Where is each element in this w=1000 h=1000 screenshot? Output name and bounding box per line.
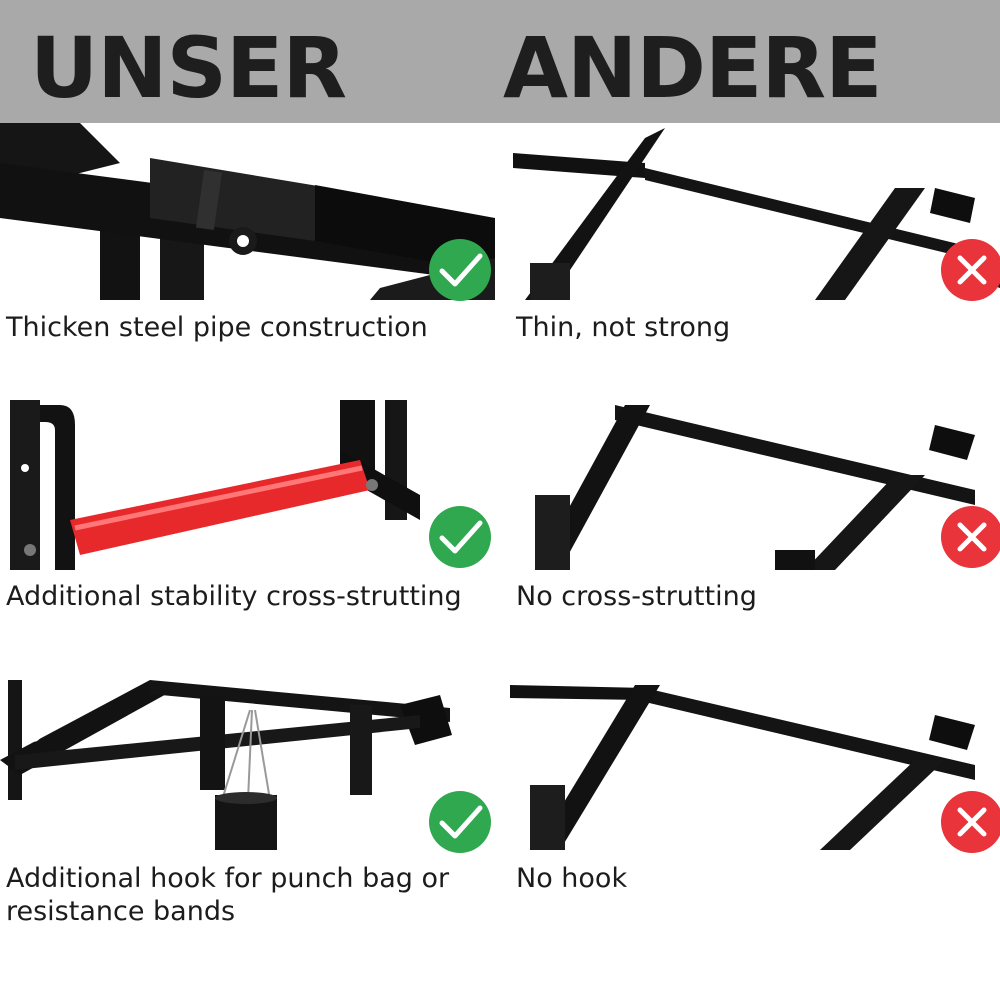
caption-others-3: No hook (516, 862, 627, 895)
caption-ours-3: Additional hook for punch bag or resista… (6, 862, 449, 928)
photo-cross-strut (0, 400, 495, 570)
photo-thin-bar-3 (505, 680, 1000, 850)
caption-others-2: No cross-strutting (516, 580, 757, 613)
photo-thick-pipe (0, 123, 495, 300)
cross-icon (940, 790, 1000, 854)
caption-line: No cross-strutting (516, 581, 757, 612)
caption-others-1: Thin, not strong (516, 311, 730, 344)
check-icon (428, 505, 492, 569)
photo-thin-bar-1 (505, 128, 1000, 300)
photo-hook-punch-bag: ONETWOFIT (0, 680, 495, 850)
cross-icon (940, 238, 1000, 302)
caption-line: Additional hook for punch bag or (6, 863, 450, 894)
header-title-ours: UNSER (30, 19, 347, 117)
caption-ours-2: Additional stability cross-strutting (6, 580, 462, 613)
caption-line: Thin, not strong (516, 312, 731, 343)
cross-icon (940, 505, 1000, 569)
caption-line: resistance bands (6, 896, 236, 927)
caption-line: No hook (516, 863, 628, 894)
caption-ours-1: Thicken steel pipe construction (6, 311, 428, 344)
caption-line: Thicken steel pipe construction (6, 312, 428, 343)
header-bar: UNSER ANDERE (0, 0, 1000, 123)
header-title-others: ANDERE (503, 19, 882, 117)
check-icon (428, 790, 492, 854)
check-icon (428, 238, 492, 302)
caption-line: Additional stability cross-strutting (6, 581, 462, 612)
photo-thin-bar-2 (505, 400, 1000, 570)
